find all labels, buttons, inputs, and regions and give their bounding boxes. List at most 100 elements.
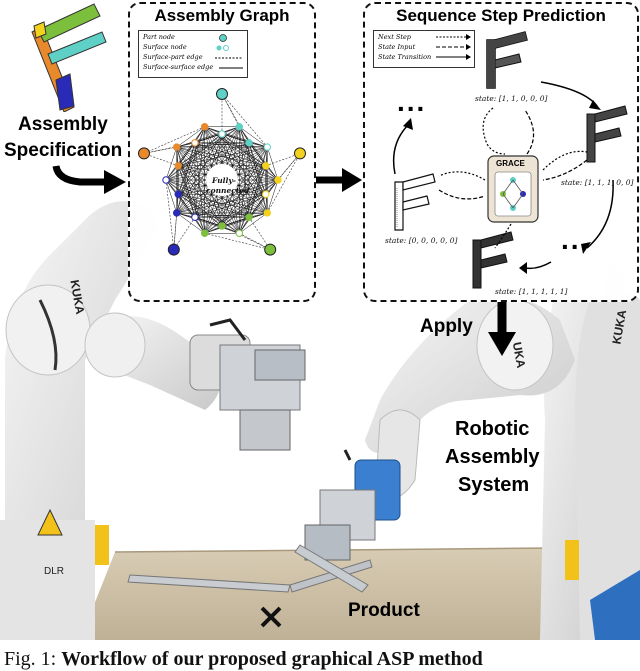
surface-surface-edge bbox=[165, 179, 223, 227]
surface-surface-edge bbox=[204, 126, 250, 144]
surface-part-edge bbox=[248, 217, 271, 250]
part-node bbox=[216, 88, 228, 100]
state-label-4: state: [1, 1, 1, 1, 1] bbox=[495, 287, 568, 296]
surface-node bbox=[262, 162, 270, 170]
surface-part-edge bbox=[204, 232, 271, 250]
surface-part-edge bbox=[143, 142, 196, 154]
surface-surface-edge bbox=[176, 212, 205, 234]
state-label-1: state: [0, 0, 0, 0, 0] bbox=[385, 236, 458, 245]
surface-surface-edge bbox=[178, 165, 196, 218]
surface-part-edge bbox=[265, 153, 301, 195]
caption-prefix: Fig. 1: bbox=[4, 648, 62, 670]
assembly-spec-label-1: Assembly bbox=[18, 114, 108, 135]
figure-caption: Fig. 1: Workflow of our proposed graphic… bbox=[4, 648, 483, 671]
surface-surface-edge bbox=[221, 212, 268, 227]
surface-part-edge bbox=[143, 153, 179, 167]
surface-surface-edge bbox=[239, 165, 266, 234]
surface-surface-edge bbox=[204, 126, 266, 195]
sequence-legend: Next Step State Input State Transition bbox=[373, 30, 475, 68]
surface-surface-edge bbox=[176, 212, 250, 218]
robotic-label-3: System bbox=[458, 474, 530, 496]
caption-title: Workflow of our proposed graphical ASP m… bbox=[61, 648, 483, 670]
surface-surface-edge bbox=[204, 194, 266, 234]
surface-surface-edge bbox=[165, 126, 205, 181]
graph-legend: Part node Surface node Surface-part edge… bbox=[138, 30, 248, 78]
surface-node bbox=[200, 229, 209, 237]
surface-surface-edge bbox=[165, 179, 177, 213]
surface-node bbox=[172, 143, 181, 151]
surface-surface-edge bbox=[176, 146, 223, 227]
surface-surface-edge bbox=[204, 126, 266, 166]
surface-node bbox=[191, 139, 199, 147]
surface-surface-edge bbox=[204, 126, 279, 181]
surface-surface-edge bbox=[165, 133, 223, 181]
surface-surface-edge bbox=[178, 194, 223, 227]
surface-surface-edge bbox=[265, 147, 268, 195]
grace-label: GRACE bbox=[496, 159, 525, 168]
surface-node bbox=[218, 130, 226, 138]
surface-node bbox=[245, 139, 253, 147]
left-robot-arm bbox=[0, 201, 306, 640]
surface-surface-edge bbox=[178, 165, 205, 234]
surface-surface-edge bbox=[165, 179, 205, 234]
assembly-graph bbox=[138, 88, 306, 256]
surface-surface-edge bbox=[248, 179, 279, 218]
ellipsis-top: ... bbox=[397, 86, 427, 117]
surface-surface-edge bbox=[178, 142, 196, 195]
surface-surface-edge bbox=[248, 147, 268, 218]
surface-surface-edge bbox=[178, 194, 240, 234]
surface-node bbox=[263, 209, 272, 217]
part-node bbox=[167, 243, 180, 256]
surface-surface-edge bbox=[176, 126, 205, 148]
surface-part-edge bbox=[221, 225, 271, 250]
surface-node bbox=[218, 222, 226, 230]
surface-surface-edge bbox=[239, 126, 268, 148]
surface-surface-edge bbox=[176, 165, 179, 213]
surface-part-edge bbox=[173, 212, 177, 250]
surface-surface-edge bbox=[178, 194, 205, 234]
assembly-graph-panel: Assembly Graph Part node Surface node Su… bbox=[128, 2, 316, 302]
product-label: Product bbox=[348, 600, 420, 621]
surface-surface-edge bbox=[194, 212, 268, 218]
surface-surface-edge bbox=[239, 126, 266, 195]
surface-node bbox=[235, 123, 244, 131]
surface-surface-edge bbox=[194, 126, 205, 218]
legend-part-node: Part node bbox=[143, 33, 175, 41]
legend-state-input: State Input bbox=[378, 43, 416, 51]
legend-markers bbox=[215, 34, 243, 69]
state-label-2: state: [1, 1, 0, 0, 0] bbox=[475, 94, 548, 103]
surface-surface-edge bbox=[204, 126, 268, 214]
legend-surface-surface-edge: Surface-surface edge bbox=[143, 63, 214, 71]
surface-surface-edge bbox=[176, 146, 240, 234]
surface-node bbox=[191, 213, 199, 221]
surface-surface-edge bbox=[221, 133, 279, 181]
surface-surface-edge bbox=[176, 146, 279, 181]
surface-surface-edge bbox=[178, 126, 205, 166]
legend-next-step: Next Step bbox=[378, 33, 411, 41]
figure-scene: Assembly Specification Assembly Graph Pa… bbox=[0, 2, 640, 640]
surface-surface-edge bbox=[194, 142, 268, 148]
surface-part-edge bbox=[221, 93, 240, 127]
surface-node bbox=[172, 209, 181, 217]
workbench bbox=[80, 548, 585, 640]
surface-surface-edge bbox=[176, 142, 250, 148]
surface-surface-edge bbox=[176, 146, 266, 167]
legend-surface-node: Surface node bbox=[143, 43, 187, 51]
surface-surface-edge bbox=[194, 142, 205, 234]
surface-part-edge bbox=[173, 194, 179, 250]
surface-node bbox=[162, 176, 170, 184]
arrow-to-sequence-icon bbox=[316, 168, 362, 192]
surface-node bbox=[262, 190, 270, 198]
surface-surface-edge bbox=[178, 126, 240, 166]
dlr-logo: DLR bbox=[44, 566, 65, 577]
legend-surface-part-edge: Surface-part edge bbox=[143, 53, 203, 61]
graph-center-disc bbox=[206, 164, 238, 196]
robotic-label-1: Robotic bbox=[455, 418, 530, 440]
surface-surface-edge bbox=[194, 142, 266, 167]
surface-part-edge bbox=[173, 217, 196, 250]
legend-state-transition: State Transition bbox=[378, 53, 432, 61]
assembly-specification-icon bbox=[31, 3, 107, 112]
graph-center-label-1: Fully- bbox=[212, 176, 236, 185]
robotic-label-2: Assembly bbox=[445, 446, 540, 468]
surface-node bbox=[174, 162, 182, 170]
